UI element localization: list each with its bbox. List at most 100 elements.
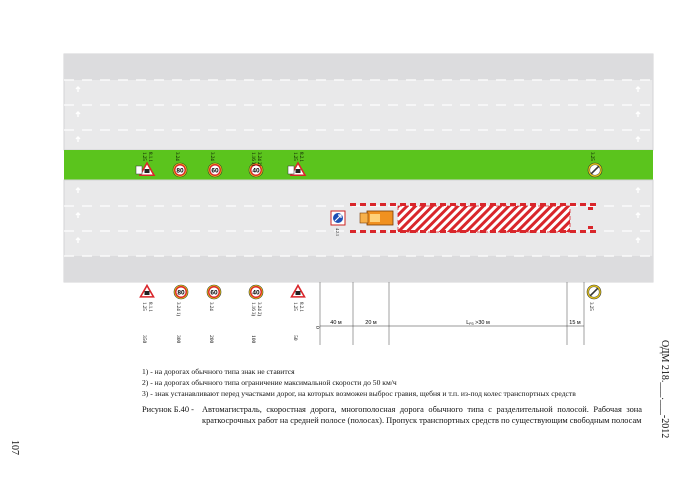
sign-code: 3.25 (589, 152, 594, 161)
sign-code: 8.2.1 (298, 152, 303, 163)
sign-code: 3.25 (588, 302, 593, 311)
cone (440, 203, 446, 206)
distance-label: 0 (314, 326, 320, 329)
lane-arrow (635, 136, 641, 142)
cone (588, 207, 593, 210)
cone (420, 230, 426, 233)
speed-limit-sign-icon: 80 (172, 162, 188, 178)
cone (588, 226, 593, 229)
cone (450, 203, 456, 206)
cone (570, 203, 576, 206)
end-restriction-sign-icon (587, 162, 603, 178)
figure-label: Рисунок Б.40 - (142, 405, 194, 414)
cone (590, 203, 596, 206)
speed-limit-sign-icon: 40 (248, 284, 264, 300)
speed-value: 60 (210, 290, 218, 297)
cone (500, 203, 506, 206)
cone (460, 203, 466, 206)
cone (350, 203, 356, 206)
dimension-label: 20 м (365, 320, 377, 326)
figure-caption: Рисунок Б.40 - Автомагистраль, скоростна… (142, 404, 642, 426)
figure-caption-text: Автомагистраль, скоростная дорога, много… (202, 405, 642, 425)
document-code: ОДМ 218.___.___-2012 (659, 340, 670, 439)
sign-code: 3.24 2) (256, 152, 261, 167)
footnote-1: 1) - на дорогах обычного типа знак не ст… (142, 367, 295, 376)
lane-arrow (75, 212, 81, 218)
sign-code: 3.24 (209, 152, 214, 161)
distance-label: 50 (292, 335, 298, 341)
cone (490, 230, 496, 233)
lane-arrow (75, 237, 81, 243)
lane-arrow (75, 111, 81, 117)
speed-value: 80 (176, 168, 184, 175)
cone (420, 203, 426, 206)
cone (390, 203, 396, 206)
cone (460, 230, 466, 233)
speed-limit-sign-icon: 60 (206, 284, 222, 300)
roadworks-sign-icon (138, 161, 156, 177)
speed-value: 80 (177, 290, 185, 297)
lane-arrow (75, 136, 81, 142)
sign-code: 3.24 (174, 152, 179, 161)
work-zone-hatched-area (397, 205, 571, 233)
lane-arrow (635, 86, 641, 92)
cone (470, 203, 476, 206)
sign-code: 3.24 1) (175, 302, 180, 317)
cone (490, 203, 496, 206)
roadworks-sign-icon (290, 283, 306, 298)
cone (510, 230, 516, 233)
end-restriction-sign-icon (586, 284, 602, 300)
cone (390, 230, 396, 233)
lane-arrow (75, 187, 81, 193)
speed-value: 60 (211, 168, 219, 175)
lower-road-shoulder (64, 256, 653, 282)
cone (500, 230, 506, 233)
cone (530, 230, 536, 233)
lane-arrow (635, 237, 641, 243)
cone (450, 230, 456, 233)
cone (480, 203, 486, 206)
dimension-label: 15 м (569, 320, 581, 326)
cone (560, 230, 566, 233)
speed-limit-sign-icon: 60 (207, 162, 223, 178)
footnote-3: 3) - знак устанавливают перед участками … (142, 389, 576, 398)
median-strip (64, 150, 653, 180)
lane-arrow (635, 187, 641, 193)
sign-plate (287, 165, 295, 175)
cone (560, 203, 566, 206)
work-zone (397, 205, 571, 233)
speed-value: 40 (252, 290, 260, 297)
sign-code: 1.16 3) (250, 302, 255, 317)
cone (470, 230, 476, 233)
sign-code: 1.16 3) (250, 152, 255, 167)
sign-code: 3.24 (208, 302, 213, 311)
cone-lines (350, 203, 596, 233)
cone (380, 203, 386, 206)
speed-value: 40 (252, 168, 260, 175)
cone (550, 203, 556, 206)
cone (410, 203, 416, 206)
cone (430, 230, 436, 233)
lane-arrows (75, 86, 641, 243)
sign-code: 1.25 (292, 152, 297, 161)
cone (360, 203, 366, 206)
speed-limit-sign-icon: 80 (173, 284, 189, 300)
sign-code: 1.25 (141, 152, 146, 161)
lane-arrow (75, 86, 81, 92)
sign-plate (135, 165, 143, 175)
dimension-label: LРЗ >30 м (466, 320, 490, 326)
speed-limit-sign-icon: 40 (248, 162, 264, 178)
cone (530, 203, 536, 206)
cone (540, 230, 546, 233)
work-vehicle (359, 210, 394, 226)
roadworks-sign-icon (139, 283, 155, 298)
cone (400, 203, 406, 206)
distance-label: 300 (175, 335, 181, 344)
distance-label: 100 (250, 335, 256, 344)
sign-code: 3.24 2) (256, 302, 261, 317)
roadworks-sign-icon (289, 161, 307, 177)
sign-code: 8.1.1 (147, 302, 152, 313)
